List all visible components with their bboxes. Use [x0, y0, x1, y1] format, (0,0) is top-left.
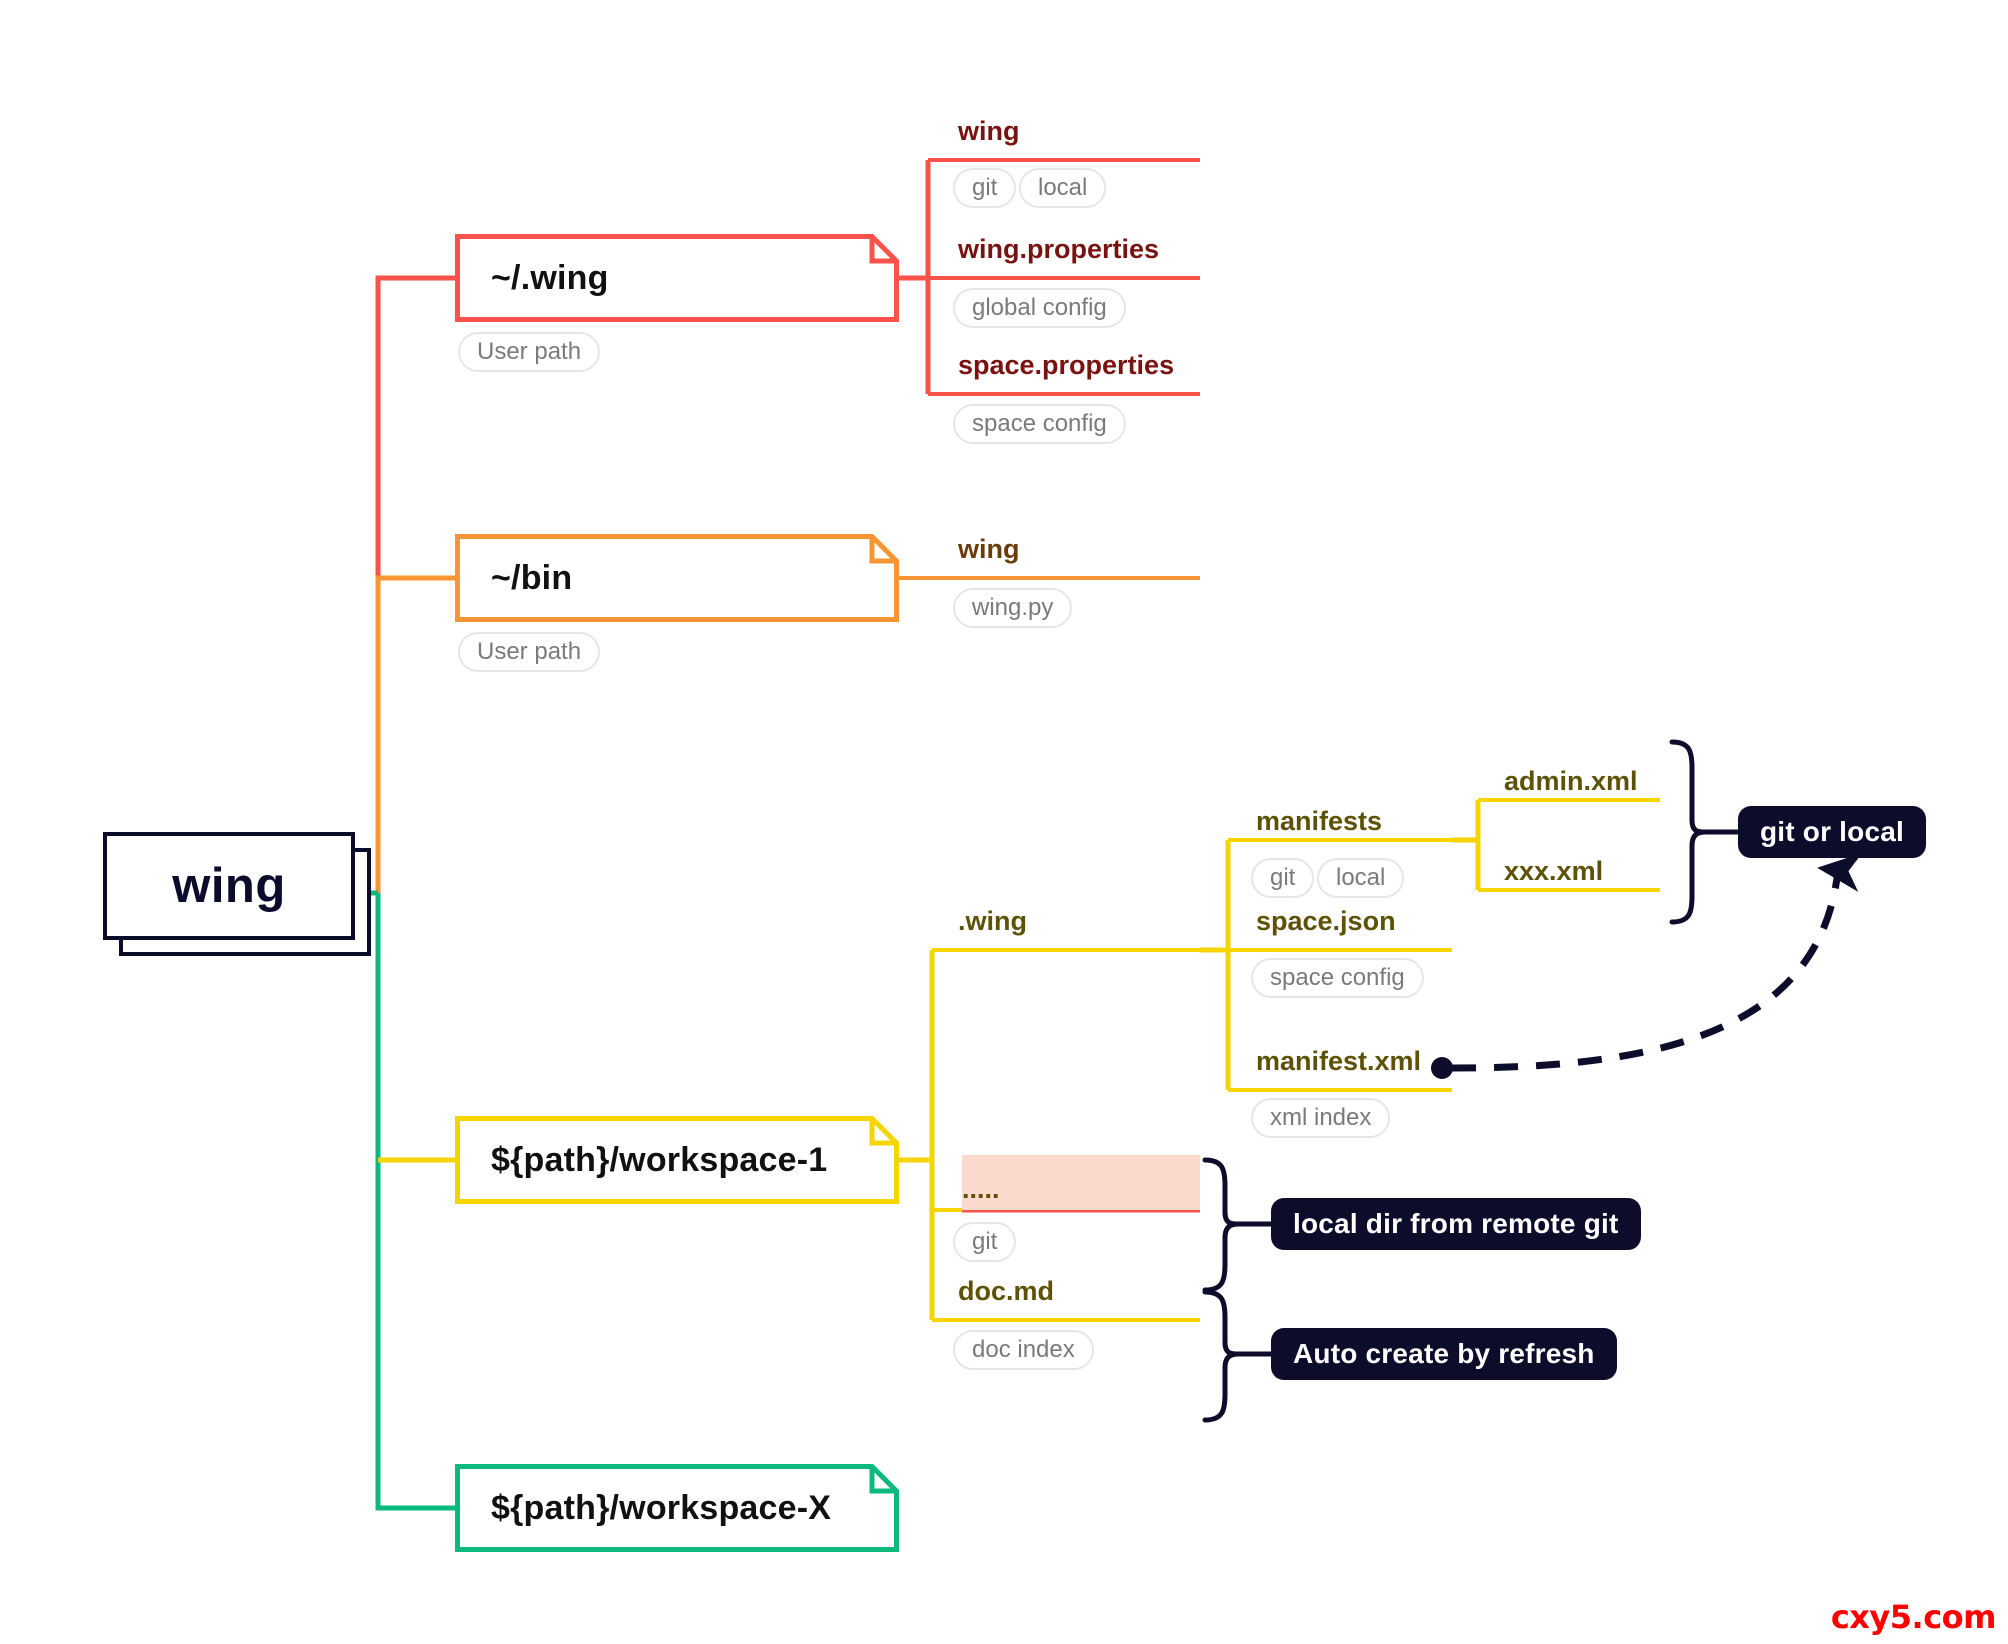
- watermark-cxy5: cxy5.com: [1830, 1598, 1997, 1636]
- leaf-label-manifests: manifests: [1256, 806, 1383, 836]
- folded-document-shape-icon: [455, 1116, 899, 1204]
- leaf-label-wing-bin-script: wing: [958, 116, 1020, 146]
- leaf-label-doc-md: doc.md: [958, 1276, 1055, 1306]
- badge-local-dir-from-remote-git[interactable]: local dir from remote git: [1271, 1198, 1641, 1250]
- node-box-workspace-1[interactable]: ${path}/workspace-1: [455, 1116, 899, 1204]
- node-label-bin-dir: ~/bin: [491, 558, 573, 597]
- folded-document-shape-icon: [455, 1464, 899, 1552]
- tag-local-wing-dir: local: [1019, 168, 1107, 208]
- tag-git-workspace-dir: git: [953, 1222, 1017, 1262]
- tag-user-path-wing-dir: User path: [458, 332, 601, 372]
- leaf-label-admin-xml: admin.xml: [1504, 766, 1638, 796]
- leaf-label-xxx-xml: xxx.xml: [1504, 856, 1604, 886]
- tag-xml-index: xml index: [1251, 1098, 1391, 1138]
- node-label-wing-dir: ~/.wing: [491, 258, 609, 297]
- badge-git-or-local[interactable]: git or local: [1738, 806, 1926, 858]
- root-node-wing[interactable]: wing: [103, 832, 387, 960]
- tag-git-wing-dir: git: [953, 168, 1017, 208]
- tag-doc-index: doc index: [953, 1330, 1094, 1370]
- leaf-label-wing-executable: wing: [958, 534, 1020, 564]
- tag-git-manifests: git: [1251, 858, 1315, 898]
- leaf-label-space-properties: space.properties: [958, 350, 1175, 380]
- leaf-label-wing-properties: wing.properties: [958, 234, 1160, 264]
- badge-auto-create-by-refresh[interactable]: Auto create by refresh: [1271, 1328, 1617, 1380]
- root-node-label: wing: [172, 858, 286, 913]
- tag-global-config: global config: [953, 288, 1126, 328]
- root-node-front-sheet: wing: [103, 832, 355, 940]
- leaf-label-ellipsis: .....: [962, 1174, 1000, 1204]
- highlight-row-ellipsis: [962, 1155, 1200, 1210]
- leaf-label-space-json: space.json: [1256, 906, 1396, 936]
- tag-space-config-workspace: space config: [1251, 958, 1424, 998]
- folded-document-shape-icon: [455, 234, 899, 322]
- tag-local-manifests: local: [1317, 858, 1405, 898]
- node-label-workspace-1: ${path}/workspace-1: [491, 1140, 828, 1179]
- node-label-workspace-x: ${path}/workspace-X: [491, 1488, 832, 1527]
- folded-document-shape-icon: [455, 534, 899, 622]
- leaf-label-manifest-xml: manifest.xml: [1256, 1046, 1422, 1076]
- leaf-label-dot-wing: .wing: [958, 906, 1027, 936]
- node-box-wing-dir[interactable]: ~/.wing: [455, 234, 899, 322]
- tag-user-path-bin-dir: User path: [458, 632, 601, 672]
- tag-wing-py: wing.py: [953, 588, 1073, 628]
- node-box-bin-dir[interactable]: ~/bin: [455, 534, 899, 622]
- tag-space-config-global: space config: [953, 404, 1126, 444]
- node-box-workspace-x[interactable]: ${path}/workspace-X: [455, 1464, 899, 1552]
